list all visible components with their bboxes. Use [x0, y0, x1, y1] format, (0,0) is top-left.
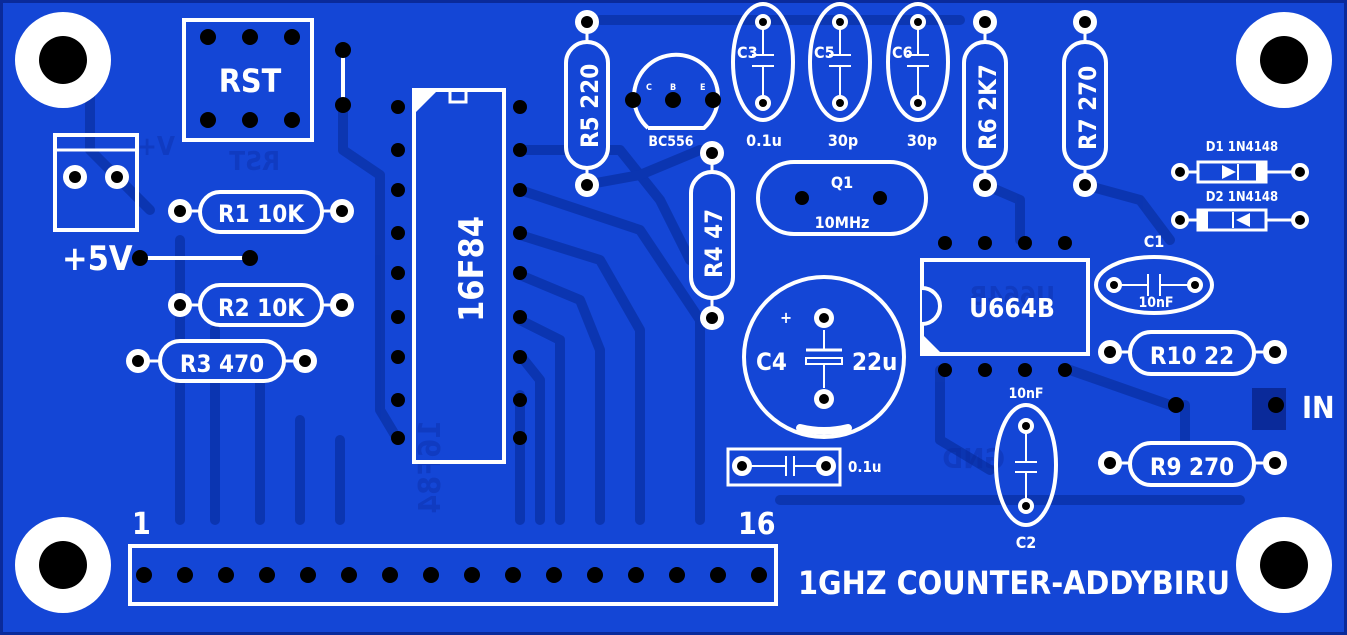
header-16pin: 1 16 — [128, 507, 778, 606]
c5-value: 30p — [828, 131, 858, 150]
header-pins — [136, 567, 767, 583]
c5-label: C5 — [814, 43, 835, 62]
power-jumper — [132, 250, 258, 266]
capacitor-c5: C5 30p — [808, 2, 872, 150]
r9-label: R9 270 — [1150, 453, 1234, 481]
resistor-r9: R9 270 — [1098, 441, 1287, 487]
resistor-r7: R7 270 — [1062, 10, 1108, 197]
c4-polarity: + — [780, 308, 792, 327]
resistor-r6: R6 2K7 — [962, 10, 1008, 197]
mounting-hole-tr — [1236, 12, 1332, 108]
header-pin1-label: 1 — [132, 507, 151, 542]
c3-label: C3 — [737, 43, 758, 62]
r1-label: R1 10K — [218, 200, 305, 228]
r2-label: R2 10K — [218, 294, 305, 322]
transistor-pin-b: B — [670, 83, 676, 93]
power-label: +5V — [62, 239, 133, 279]
ic2-label: U664B — [969, 294, 1055, 324]
copper-traces — [85, 15, 1245, 525]
r10-label: R10 22 — [1150, 342, 1234, 370]
reset-switch: RST — [182, 18, 314, 142]
mounting-hole-tl — [15, 12, 111, 108]
mounting-hole-bl — [15, 517, 111, 613]
mounting-holes — [15, 12, 1332, 613]
power-mirror-label: V+ — [137, 132, 175, 162]
c4-label: C4 — [756, 348, 787, 376]
transistor-label: BC556 — [648, 134, 693, 150]
input-label: IN — [1302, 391, 1335, 426]
board-title: 1GHZ COUNTER-ADDYBIRU — [798, 564, 1230, 602]
ic1-chip: 16F84 — [391, 88, 527, 464]
resistor-r3: R3 470 — [126, 339, 317, 383]
c1-value: 10nF — [1138, 295, 1173, 311]
c4-value: 22u — [852, 348, 897, 376]
ic2-chip: U664B — [920, 236, 1090, 377]
d1-label: D1 1N4148 — [1206, 140, 1278, 155]
capacitor-c2: 10nF C2 — [994, 386, 1058, 552]
c7-value: 0.1u — [848, 458, 882, 476]
header-pin16-label: 16 — [738, 507, 776, 542]
r6-label: R6 2K7 — [974, 64, 1002, 150]
c6-label: C6 — [892, 43, 913, 62]
ic1-pins-right — [513, 100, 527, 445]
r3-label: R3 470 — [180, 350, 264, 378]
rst-jumper — [335, 42, 351, 113]
transistor-pin-e: E — [700, 83, 706, 93]
c2-value: 10nF — [1008, 386, 1043, 402]
rst-mirror-label: RST — [229, 147, 280, 177]
mounting-hole-br — [1236, 517, 1332, 613]
transistor-pin-c: C — [646, 83, 652, 93]
crystal-q1: Q1 10MHz — [756, 160, 928, 236]
capacitor-c7: 0.1u — [726, 447, 882, 487]
rst-label: RST — [219, 62, 282, 100]
c1-label: C1 — [1144, 232, 1165, 251]
c3-value: 0.1u — [746, 131, 782, 150]
q1-label: Q1 — [831, 173, 853, 192]
diode-d2: D2 1N4148 — [1171, 190, 1309, 232]
q1-value: 10MHz — [815, 213, 870, 232]
resistor-r4: R4 47 — [689, 141, 735, 330]
ic1-label: 16F84 — [452, 216, 492, 322]
capacitor-c1: C1 10nF — [1094, 232, 1214, 315]
capacitor-c6: C6 30p — [886, 2, 950, 150]
diode-d1: D1 1N4148 — [1171, 140, 1309, 184]
transistor-bc556: C B E BC556 — [625, 52, 721, 150]
c2-label: C2 — [1016, 533, 1037, 552]
resistor-r2: R2 10K — [168, 283, 354, 327]
ic1-mirror-label: 16F84 — [413, 420, 448, 514]
r5-label: R5 220 — [576, 64, 604, 148]
ic1-pins-left — [391, 100, 405, 445]
resistor-r5: R5 220 — [564, 10, 610, 197]
r4-label: R4 47 — [700, 209, 728, 278]
power-connector — [53, 133, 139, 232]
ic2-pins — [938, 236, 1072, 377]
ic2-mirror-label: U664B — [969, 282, 1055, 312]
input-connector: IN — [1168, 388, 1335, 430]
resistor-r10: R10 22 — [1098, 330, 1287, 376]
r7-label: R7 270 — [1074, 66, 1102, 150]
d2-label: D2 1N4148 — [1206, 190, 1278, 205]
capacitor-c4: + C4 22u — [742, 275, 906, 439]
resistor-r1: R1 10K — [168, 190, 354, 234]
capacitor-c3: C3 0.1u — [731, 2, 795, 150]
c6-value: 30p — [907, 131, 937, 150]
